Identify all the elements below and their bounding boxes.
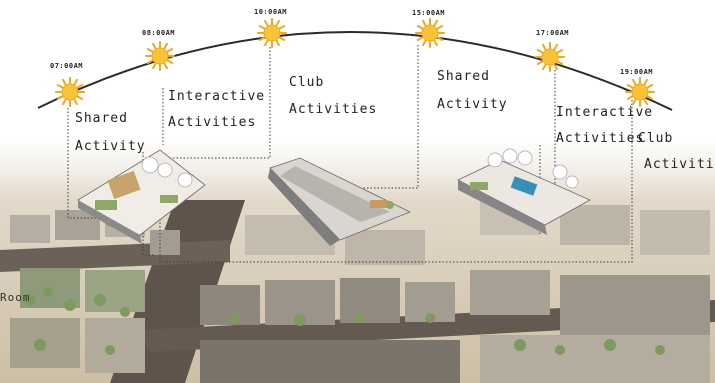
zone-axon-right xyxy=(457,148,591,235)
activity-label-club-left-line2: Activities xyxy=(289,102,378,117)
sun-icon-0700 xyxy=(55,77,85,107)
activity-label-interactive-right-line2: Activities xyxy=(556,131,645,146)
time-label-0800: 08:00AM xyxy=(142,29,176,37)
sun-markers xyxy=(55,18,655,107)
frame-club-left xyxy=(145,45,271,159)
time-label-1000: 10:00AM xyxy=(254,8,288,16)
activity-label-shared-right-line1: Shared xyxy=(437,69,490,84)
sun-icon-1000 xyxy=(257,18,287,48)
frame-club-left-drop xyxy=(142,152,155,256)
time-label-1900: 19:00AM xyxy=(620,68,654,76)
edge-label-room: Room xyxy=(0,291,31,304)
right-building-blocks xyxy=(470,200,710,383)
sun-icon-1900 xyxy=(625,77,655,107)
activity-label-shared-right-line2: Activity xyxy=(437,97,508,112)
time-label-0700: 07:00AM xyxy=(50,62,84,70)
time-label-1700: 17:00AM xyxy=(536,29,570,37)
sun-icon-1500 xyxy=(415,18,445,48)
activity-label-club-right-line2: Activitie xyxy=(644,157,715,172)
activity-label-shared-left-line1: Shared xyxy=(75,111,128,126)
sun-icon-0800 xyxy=(145,41,175,71)
activity-label-club-right-line1: Club xyxy=(638,131,674,146)
aerial-site-render xyxy=(0,140,715,383)
activity-label-shared-left-line2: Activity xyxy=(75,139,146,154)
site-trees xyxy=(24,287,665,355)
activity-label-interactive-right-line1: Interactive xyxy=(556,105,654,120)
zone-axon-center xyxy=(268,157,411,246)
activity-label-interactive-left-line1: Interactive xyxy=(168,89,266,104)
sun-path-arc xyxy=(37,31,673,111)
frame-club-right xyxy=(159,100,633,263)
time-label-1500: 15:00AM xyxy=(412,9,446,17)
sun-icon-1700 xyxy=(535,42,565,72)
zone-axon-left xyxy=(77,149,206,244)
activity-label-club-left-line1: Club xyxy=(289,75,325,90)
activity-label-interactive-left-line2: Activities xyxy=(168,115,257,130)
